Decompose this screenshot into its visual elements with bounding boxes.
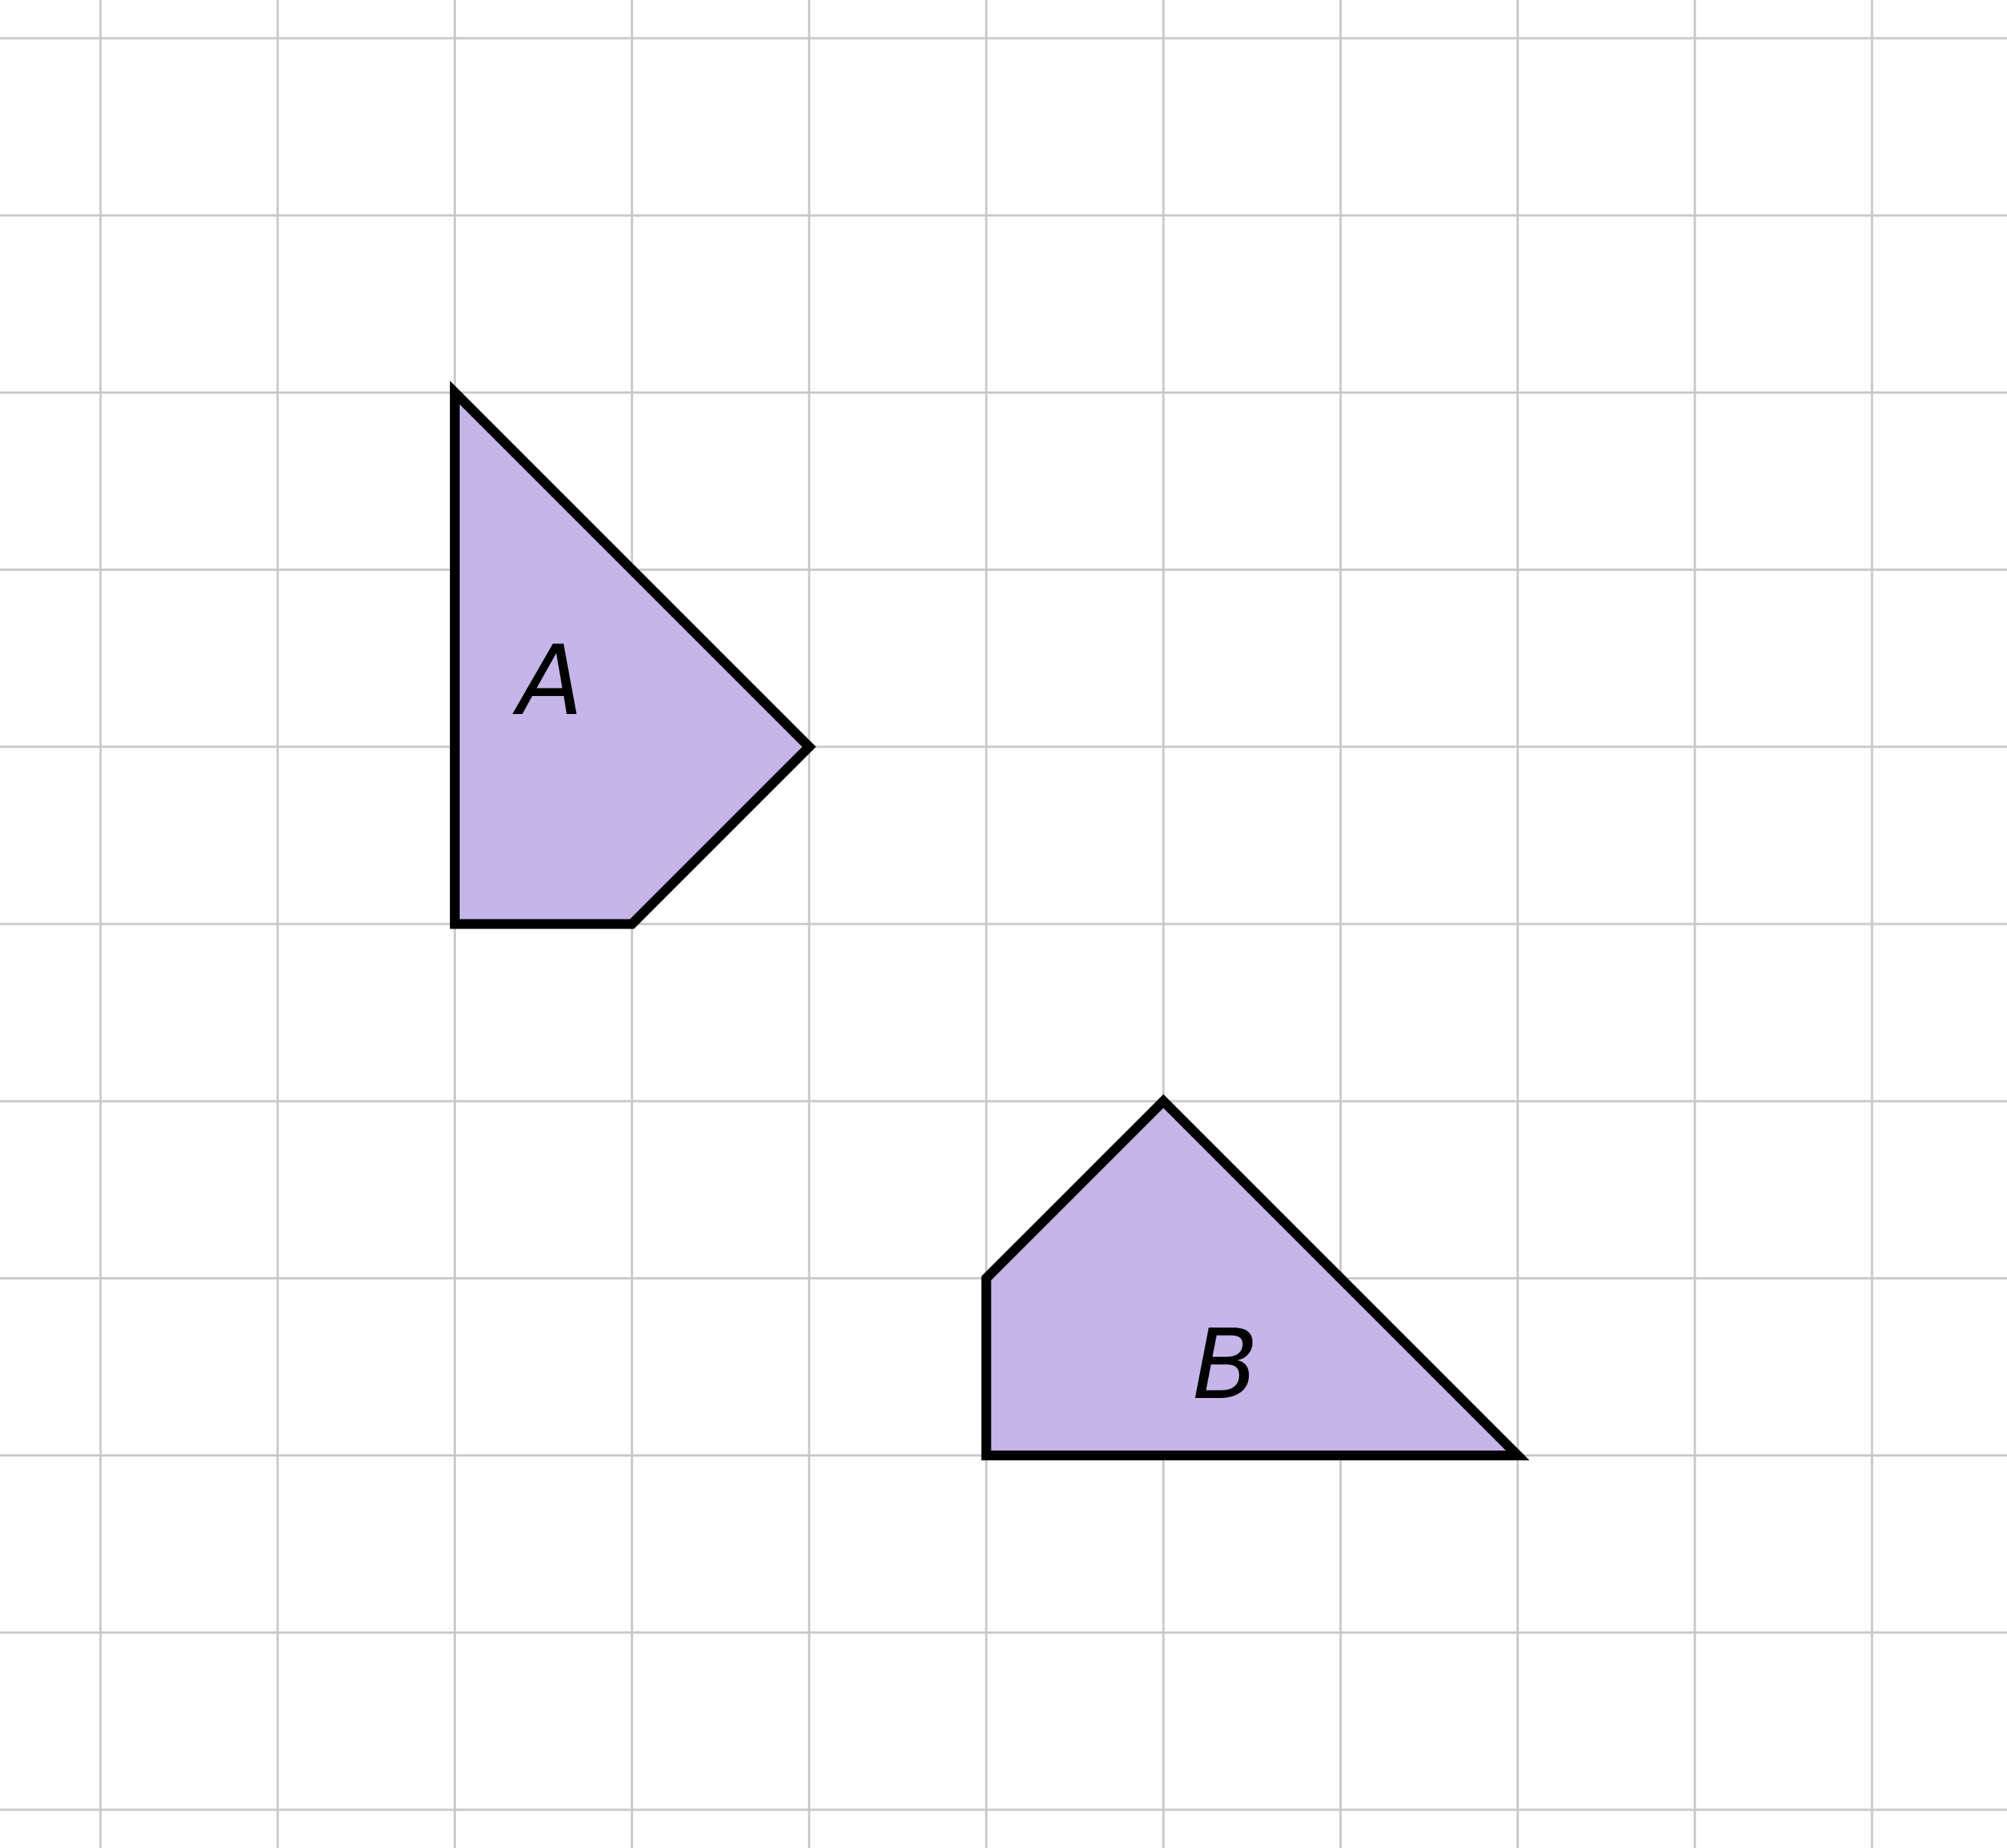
shape-b-polygon <box>981 1094 1530 1461</box>
shape-a-polygon <box>449 380 816 929</box>
shape-b: B <box>981 1094 1530 1461</box>
shape-a: A <box>449 380 816 929</box>
shape-b-label: B <box>1192 1310 1258 1421</box>
shape-a-label: A <box>512 626 584 737</box>
